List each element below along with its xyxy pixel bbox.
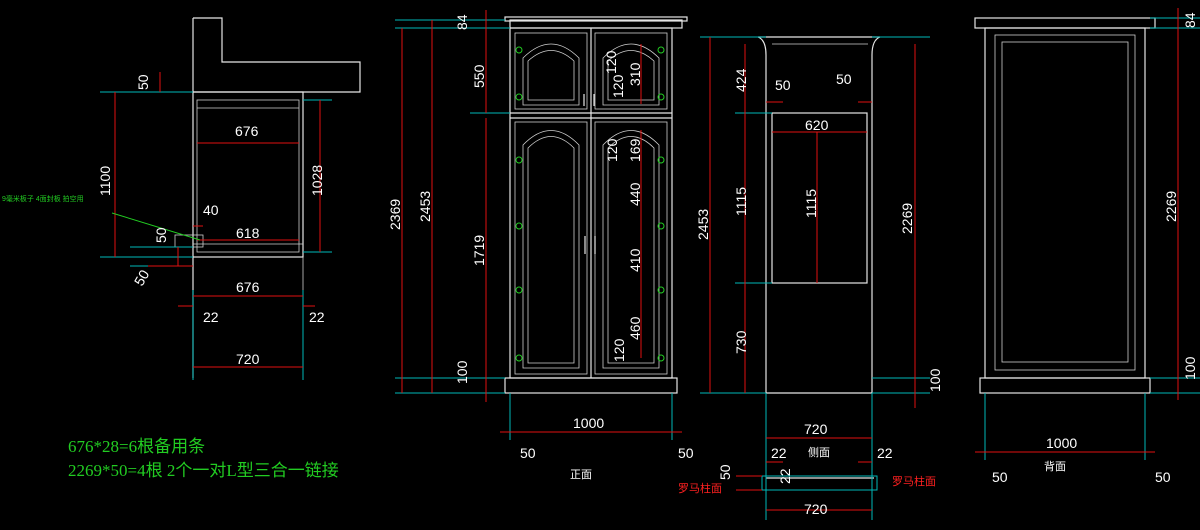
sec-dim-1100: 1100	[97, 166, 113, 196]
section-view	[100, 17, 361, 380]
front-dim-440: 440	[627, 182, 643, 206]
sec-dim-50-low: 50	[131, 267, 153, 289]
front-dim-100: 100	[454, 360, 470, 384]
sec-dim-22-right: 22	[309, 309, 325, 325]
sec-dim-50-mid: 50	[153, 227, 169, 243]
front-dim-2453: 2453	[417, 191, 433, 222]
back-dim-100: 100	[1182, 356, 1198, 380]
side-dim-2453: 2453	[695, 209, 711, 240]
front-view	[395, 10, 688, 440]
side-dim-50-detail: 50	[717, 464, 733, 480]
back-dim-50-left: 50	[992, 469, 1008, 485]
front-dim-50-left: 50	[520, 445, 536, 461]
side-dim-1115-inner: 1115	[803, 189, 819, 218]
front-dim-1719: 1719	[471, 235, 487, 266]
sec-dim-22-left: 22	[203, 309, 219, 325]
side-dim-730: 730	[733, 330, 749, 354]
sec-dim-676-bottom: 676	[236, 279, 260, 295]
side-dim-720-bottom: 720	[804, 501, 828, 517]
sec-dim-720: 720	[236, 351, 260, 367]
note-line-2: 2269*50=4根 2个一对L型三合一链接	[68, 461, 339, 480]
note-line-1: 676*28=6根备用条	[68, 437, 205, 456]
front-dim-1000: 1000	[573, 415, 604, 431]
front-dim-460: 460	[627, 316, 643, 340]
sec-dim-618: 618	[236, 225, 260, 241]
front-dim-2369: 2369	[387, 199, 403, 230]
sec-dim-676-inner: 676	[235, 123, 259, 139]
front-dim-169: 169	[627, 138, 643, 162]
side-roman-left: 罗马柱面	[678, 481, 722, 495]
front-dim-120-a: 120	[603, 50, 619, 74]
back-caption: 背面	[1044, 459, 1066, 473]
front-dim-550: 550	[471, 64, 487, 88]
front-dim-310: 310	[627, 62, 643, 86]
sec-green-note: 9毫米板子 4面封板 拍空用	[2, 194, 84, 203]
front-dim-120-b: 120	[610, 74, 626, 98]
side-dim-424: 424	[733, 68, 749, 92]
sec-dim-40: 40	[203, 202, 219, 218]
side-dim-22-a: 22	[771, 445, 787, 461]
side-dim-720-top: 720	[804, 421, 828, 437]
front-dim-50-right: 50	[678, 445, 694, 461]
sec-dim-50-top: 50	[135, 74, 151, 90]
front-dim-410: 410	[627, 248, 643, 272]
side-dim-22-c: 22	[777, 468, 793, 484]
side-dim-1115-left: 1115	[733, 187, 749, 216]
side-caption: 侧面	[808, 446, 830, 459]
front-dim-120-d: 120	[611, 338, 627, 362]
side-dim-620: 620	[805, 117, 829, 133]
front-dim-120-c: 120	[604, 138, 620, 162]
back-view	[974, 8, 1200, 460]
side-dim-100: 100	[927, 368, 943, 392]
back-dim-1000: 1000	[1046, 435, 1077, 451]
side-dim-50-b: 50	[836, 71, 852, 87]
front-dim-84: 84	[454, 14, 470, 30]
side-roman-right: 罗马柱面	[892, 474, 936, 488]
back-dim-84: 84	[1182, 12, 1198, 28]
back-dim-50-right: 50	[1155, 469, 1171, 485]
back-dim-2269: 2269	[1163, 191, 1179, 222]
side-view	[700, 36, 930, 520]
sec-dim-1028: 1028	[309, 165, 325, 196]
front-caption: 正面	[570, 469, 592, 481]
side-dim-2269: 2269	[899, 203, 915, 234]
side-dim-22-b: 22	[877, 445, 893, 461]
side-dim-50-a: 50	[775, 77, 791, 93]
